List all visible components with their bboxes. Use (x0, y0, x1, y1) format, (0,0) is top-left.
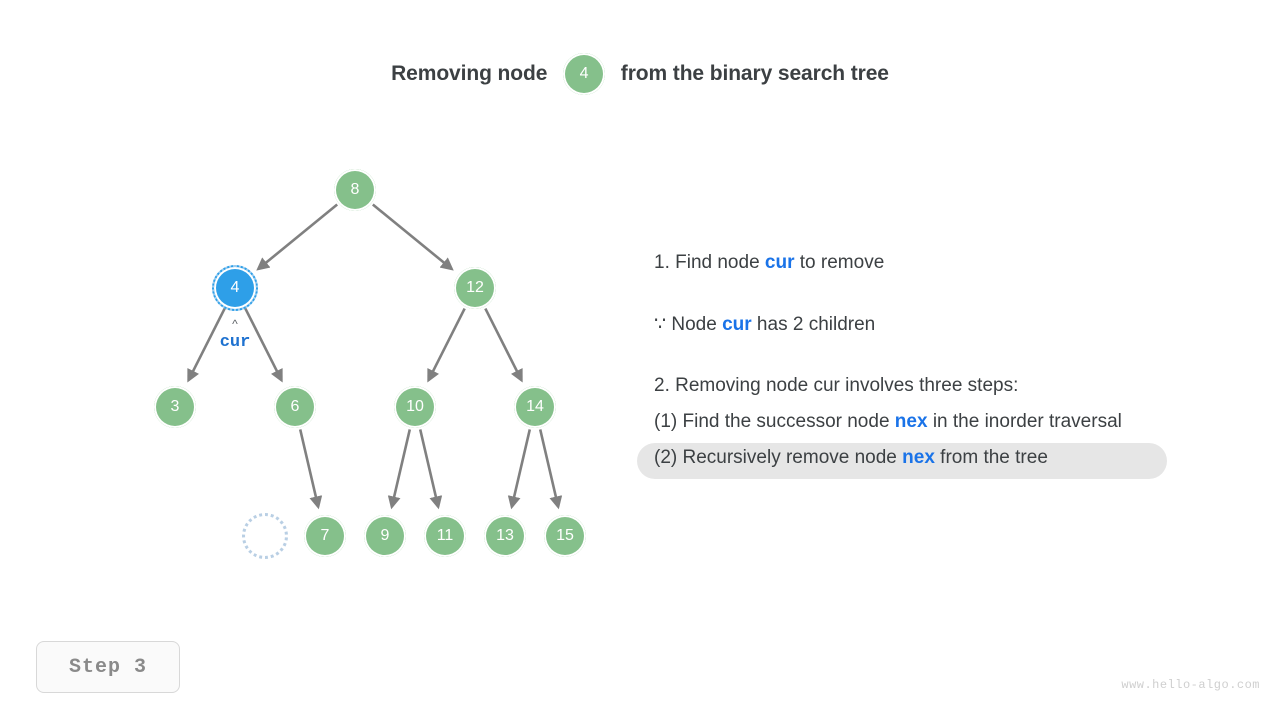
tree-edge-8-to-4 (256, 203, 339, 271)
tree-node-label: 9 (380, 527, 390, 544)
line4-suffix: in the inorder traversal (927, 411, 1122, 432)
step-badge: Step 3 (36, 641, 180, 693)
tree-node-label: 15 (556, 527, 574, 544)
page-title-prefix: Removing node (391, 62, 554, 85)
tree-node-label: 3 (170, 398, 180, 415)
spacer-4 (654, 436, 1174, 443)
tree-edge-4-to-6 (244, 307, 283, 383)
line2-suffix: has 2 children (751, 314, 876, 335)
tree-node-15: 15 (544, 515, 586, 557)
tree-node-10: 10 (394, 386, 436, 428)
line1-prefix: 1. Find node (654, 252, 765, 273)
page-title-suffix: from the binary search tree (615, 62, 889, 85)
explanation-line-4: (1) Find the successor node nex in the i… (654, 407, 1174, 436)
tree-node-label: 11 (436, 527, 454, 544)
spacer-2 (654, 339, 1174, 371)
explanation-line-1: 1. Find node cur to remove (654, 248, 1174, 277)
page-title: Removing node 4 from the binary search t… (0, 52, 1280, 96)
tree-node-label: 4 (230, 279, 240, 296)
line5-keyword: nex (902, 447, 935, 468)
explanation-panel: 1. Find node cur to remove ∵ Node cur ha… (654, 248, 1174, 472)
explanation-line-2: ∵ Node cur has 2 children (654, 310, 1174, 339)
line2-keyword: cur (722, 314, 752, 335)
cur-pointer-text: cur (219, 333, 251, 352)
tree-edge-10-to-9 (387, 429, 412, 510)
tree-node-12: 12 (454, 267, 496, 309)
tree-node-label: 10 (406, 398, 424, 415)
tree-node-3: 3 (154, 386, 196, 428)
explanation-line-3: 2. Removing node cur involves three step… (654, 375, 1019, 396)
tree-node-label: 8 (350, 181, 360, 198)
tree-node-label: 6 (290, 398, 300, 415)
line4-prefix: (1) Find the successor node (654, 411, 895, 432)
tree-node-6: 6 (274, 386, 316, 428)
line5-suffix: from the tree (934, 447, 1048, 468)
tree-edge-6-to-7 (298, 429, 323, 510)
caret-icon: ^ (232, 317, 238, 331)
tree-edge-14-to-15 (538, 429, 563, 510)
title-node-badge: 4 (563, 53, 606, 95)
tree-edge-14-to-13 (507, 429, 532, 510)
spacer-1 (654, 277, 1174, 310)
line1-suffix: to remove (794, 252, 885, 273)
tree-edge-12-to-14 (484, 307, 523, 383)
tree-node-label: 12 (466, 279, 484, 296)
tree-edge-12-to-10 (427, 307, 466, 383)
highlight-band (637, 443, 1167, 479)
tree-node-9: 9 (364, 515, 406, 557)
line4-keyword: nex (894, 411, 928, 432)
tree-node-14: 14 (514, 386, 556, 428)
line1-keyword: cur (764, 252, 795, 273)
tree-node-13: 13 (484, 515, 526, 557)
explanation-line-5: (2) Recursively remove node nex from the… (654, 443, 1174, 472)
line5-prefix: (2) Recursively remove node (654, 447, 903, 468)
tree-edge-8-to-12 (371, 203, 454, 271)
tree-node-7: 7 (304, 515, 346, 557)
cur-pointer-label: ^ cur (220, 318, 251, 351)
watermark: www.hello-algo.com (1121, 678, 1260, 692)
tree-node-8: 8 (334, 169, 376, 211)
tree-edge-10-to-11 (418, 429, 443, 510)
line2-prefix: ∵ Node (654, 314, 723, 335)
binary-search-tree-diagram: 8 4 12 3 6 10 14 7 9 11 13 15 ^ cur (0, 0, 660, 620)
spacer-3 (654, 400, 1174, 407)
tree-node-label: 13 (496, 527, 514, 544)
tree-node-label: 14 (526, 398, 544, 415)
tree-node-11: 11 (424, 515, 466, 557)
tree-edges (187, 203, 563, 510)
tree-edge-4-to-3 (187, 307, 226, 383)
tree-node-empty-placeholder (242, 513, 288, 559)
tree-node-4: 4 (212, 265, 258, 311)
tree-node-label: 7 (320, 527, 330, 544)
